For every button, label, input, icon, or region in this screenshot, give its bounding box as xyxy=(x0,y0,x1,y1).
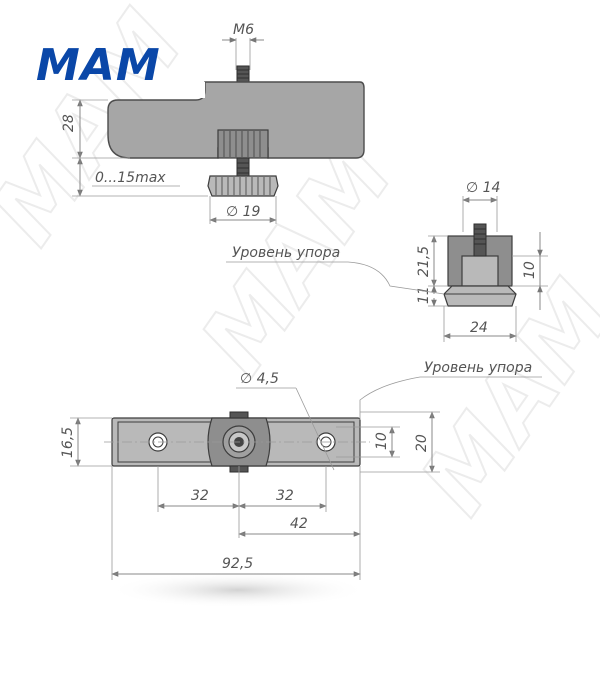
top-section-view: M6 xyxy=(61,22,365,224)
dim-10-bottom: 10 xyxy=(374,432,390,450)
dim-10-side: 10 xyxy=(522,261,538,279)
dim-dia4-5: ∅ 4,5 xyxy=(240,371,279,387)
dim-32-left: 32 xyxy=(191,488,209,504)
dim-range: 0...15max xyxy=(95,170,166,186)
dim-dia19: ∅ 19 xyxy=(226,204,261,220)
dim-42: 42 xyxy=(290,516,308,532)
label-stop-level-side: Уровень упора xyxy=(232,245,340,261)
dim-21-5: 21,5 xyxy=(416,246,432,277)
label-stop-level-bottom: Уровень упора xyxy=(424,360,532,376)
dim-32-right: 32 xyxy=(276,488,294,504)
dim-92-5: 92,5 xyxy=(222,556,253,572)
dim-20: 20 xyxy=(414,434,430,452)
dim-dia14: ∅ 14 xyxy=(466,180,500,196)
brand-logo: MAM xyxy=(36,40,161,91)
dim-28: 28 xyxy=(61,114,77,132)
side-view: ∅ 14 21,5 11 10 xyxy=(226,180,548,342)
dim-16-5: 16,5 xyxy=(60,427,76,458)
dim-m6: M6 xyxy=(233,22,254,38)
dim-24: 24 xyxy=(470,320,488,336)
dim-11: 11 xyxy=(416,286,432,304)
bottom-view: ∅ 4,5 Уровень упора 16,5 20 10 xyxy=(60,360,542,608)
